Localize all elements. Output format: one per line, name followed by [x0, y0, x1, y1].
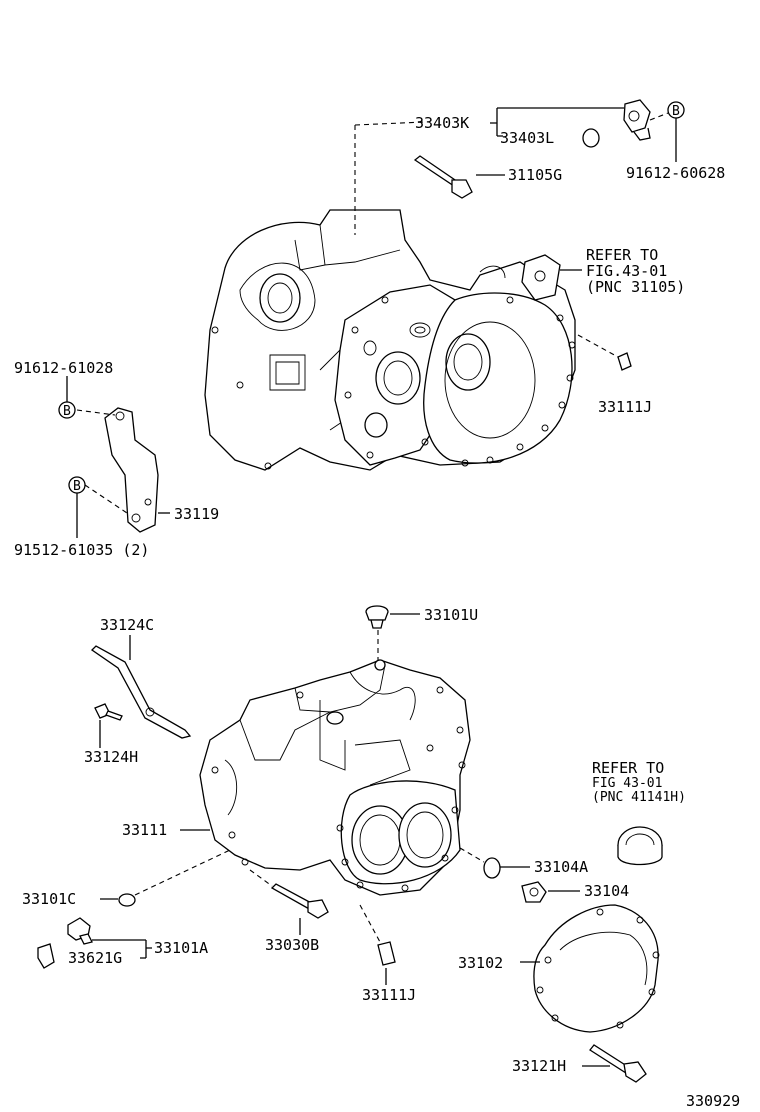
transmission-case-drawing [199, 659, 471, 896]
bracket-33119 [76, 407, 170, 533]
bolt-33124H [94, 703, 123, 748]
label-33102: 33102 [458, 954, 503, 972]
label-33101U: 33101U [424, 606, 478, 624]
label-33104A: 33104A [534, 858, 588, 876]
gasket-33104A [459, 847, 530, 879]
badge-b-left2-label: B [73, 479, 81, 494]
part-labels: 33403K 33403L 91612-60628 31105G REFER T… [14, 114, 740, 1110]
speed-sensor-33403K [490, 99, 651, 148]
case-cover-33102 [520, 904, 660, 1033]
bolt-31105G [413, 155, 505, 199]
label-33111J-upper: 33111J [598, 398, 652, 416]
transaxle-housing-drawing [204, 209, 576, 471]
label-33121H: 33121H [512, 1057, 566, 1075]
bolt-33121H [582, 1044, 647, 1083]
lever-33124C [90, 635, 192, 739]
label-33124H: 33124H [84, 748, 138, 766]
gasket-33621G [37, 943, 55, 969]
label-33111J-lower: 33111J [362, 986, 416, 1004]
label-33403L: 33403L [500, 129, 554, 147]
label-33030B: 33030B [265, 936, 319, 954]
plug-33104 [521, 881, 580, 903]
label-33111: 33111 [122, 821, 167, 839]
label-33403K: 33403K [415, 114, 469, 132]
badge-b-left1-label: B [63, 404, 71, 419]
label-33101A: 33101A [154, 939, 208, 957]
label-33101C: 33101C [22, 890, 76, 908]
label-33119: 33119 [174, 505, 219, 523]
label-33621G: 33621G [68, 949, 122, 967]
label-31105G: 31105G [508, 166, 562, 184]
label-refer1-line1: REFER TO [586, 246, 658, 264]
o-ring-33403L [582, 128, 600, 148]
label-refer2-line1: REFER TO [592, 759, 664, 777]
leader-dashed-top-h [354, 121, 426, 126]
label-33104: 33104 [584, 882, 629, 900]
plug-33101U [365, 605, 420, 660]
plug-33101A [37, 917, 152, 969]
label-refer2-line3: (PNC 41141H) [592, 790, 686, 805]
label-refer1-line2: FIG.43-01 [586, 262, 667, 280]
oil-seal [617, 826, 663, 866]
label-91612-60628: 91612-60628 [626, 164, 725, 182]
badge-b-left1: B [58, 376, 76, 419]
label-33124C: 33124C [100, 616, 154, 634]
badge-b-top: B [649, 101, 685, 162]
label-91612-61028: 91612-61028 [14, 359, 113, 377]
washer-33101C [100, 849, 231, 907]
label-refer1-line3: (PNC 31105) [586, 278, 685, 296]
label-91512-61035: 91512-61035 (2) [14, 541, 149, 559]
stud-33111J-lower [359, 904, 396, 985]
badge-b-left2: B [68, 476, 86, 538]
label-refer2-line2: FIG 43-01 [592, 776, 662, 791]
badge-b-top-label: B [672, 104, 680, 119]
stud-33111J-upper [577, 334, 632, 371]
bolt-33030B [249, 869, 329, 935]
figure-number: 330929 [686, 1092, 740, 1110]
